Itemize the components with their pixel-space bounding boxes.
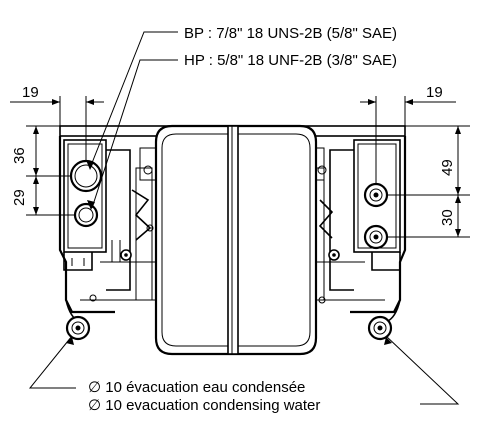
dim-left-upper: 36 — [11, 147, 28, 164]
dimension-right-offset — [360, 96, 456, 183]
dim-right-lower: 30 — [439, 209, 456, 226]
dim-right-offset: 19 — [426, 84, 443, 101]
drain-label-english: ∅ 10 evacuation condensing water — [88, 397, 320, 414]
dimension-right-vertical — [388, 125, 470, 238]
leader-lines-top — [86, 31, 178, 210]
hp-port-label: HP : 5/8" 18 UNF-2B (3/8" SAE) — [184, 52, 397, 69]
motor-cylinder — [154, 124, 318, 356]
drain-outlets — [65, 315, 393, 341]
drain-label-french: ∅ 10 évacuation eau condensée — [88, 379, 305, 396]
dim-right-upper: 49 — [439, 159, 456, 176]
port-fittings-right — [363, 182, 389, 250]
bp-port-label: BP : 7/8" 18 UNS-2B (5/8" SAE) — [184, 25, 397, 42]
dim-left-offset: 19 — [22, 84, 39, 101]
dimension-left-offset — [10, 96, 104, 160]
port-fittings-left — [69, 159, 103, 228]
dimension-left-vertical — [26, 125, 74, 216]
leader-lines-bottom — [28, 335, 460, 405]
dim-left-lower: 29 — [11, 189, 28, 206]
